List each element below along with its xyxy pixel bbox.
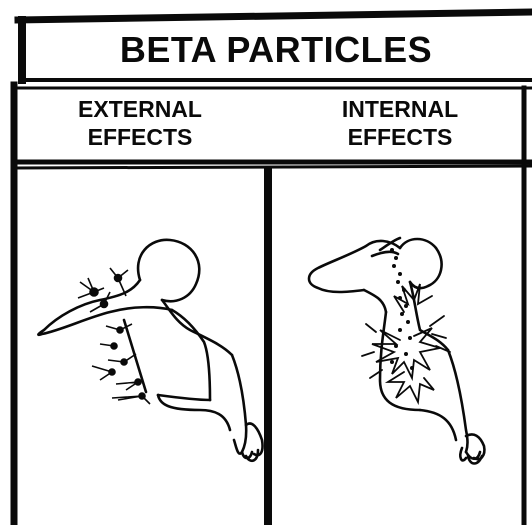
external-effects-figure [37, 238, 264, 463]
internal-heading-line1: INTERNAL [341, 96, 459, 122]
internal-heading-line2: EFFECTS [347, 124, 453, 150]
internal-effects-heading: INTERNAL EFFECTS [300, 95, 500, 151]
beta-burst-marks-left [77, 267, 151, 405]
external-heading-line2: EFFECTS [87, 124, 193, 150]
external-heading-line1: EXTERNAL [78, 96, 202, 122]
external-effects-heading: EXTERNAL EFFECTS [55, 95, 225, 151]
internal-effects-figure [307, 236, 486, 465]
beta-particle-path-right [390, 248, 414, 370]
beta-burst-marks-right [361, 283, 451, 406]
page-title: BETA PARTICLES [119, 29, 433, 70]
border-lines [10, 8, 532, 525]
